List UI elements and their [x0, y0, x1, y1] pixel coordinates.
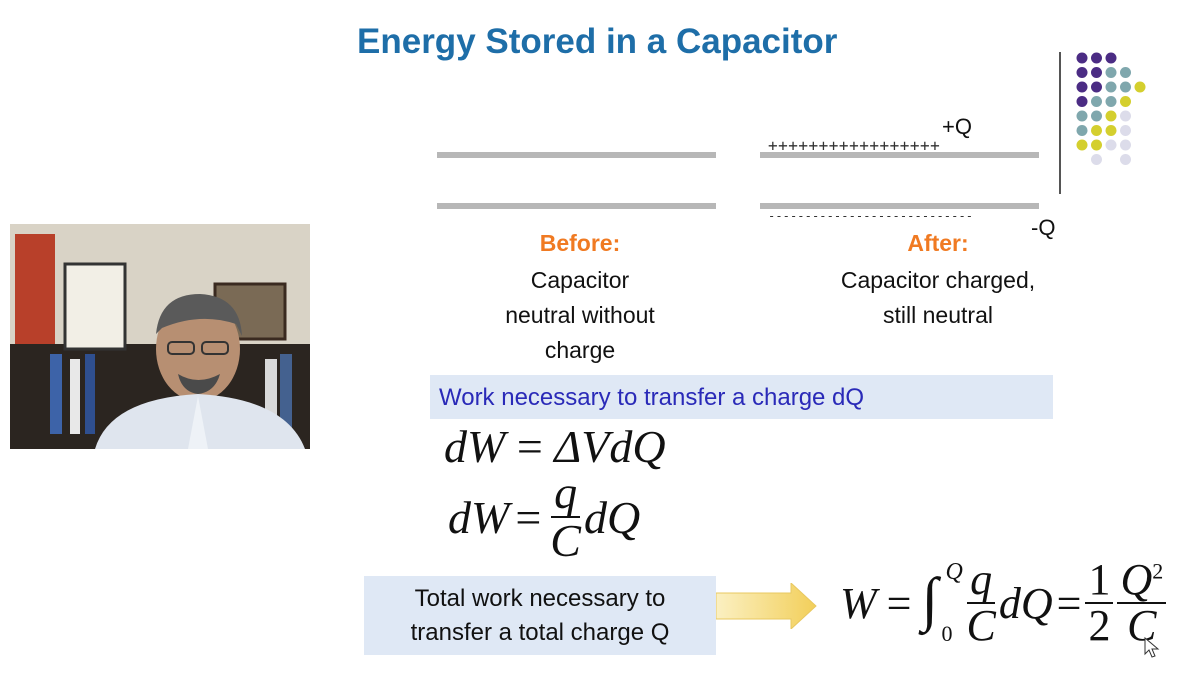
- total-work-line: transfer a total charge Q: [410, 619, 670, 646]
- right-arrow-icon: [716, 583, 817, 629]
- presenter-webcam: [10, 224, 310, 449]
- decor-dot: [1105, 81, 1117, 93]
- before-bottom-plate: [437, 203, 716, 209]
- eq1-lhs: dW: [444, 421, 506, 472]
- mouse-cursor-icon: [1144, 636, 1160, 658]
- eq3-equals: =: [886, 578, 912, 628]
- before-caption-line: neutral without: [505, 302, 655, 328]
- decorative-divider: [1059, 52, 1061, 194]
- slide-title: Energy Stored in a Capacitor: [357, 22, 838, 61]
- equation-dw-q-over-c: dW = q C dQ: [448, 470, 640, 564]
- decor-dot: [1120, 154, 1131, 165]
- after-top-plate: [760, 152, 1039, 158]
- after-caption: Capacitor charged, still neutral: [800, 263, 1076, 333]
- eq3-numerator: q: [967, 558, 996, 604]
- decor-dot: [1120, 81, 1131, 93]
- q-squared-base: Q: [1120, 555, 1153, 604]
- equation-total-work: W = ∫ Q 0 q C dQ = 1 2 Q2 C: [840, 548, 1167, 658]
- after-heading: After:: [907, 230, 969, 256]
- half-denominator: 2: [1088, 601, 1111, 650]
- decor-dot: [1091, 96, 1102, 107]
- decor-dot: [1076, 67, 1088, 78]
- decor-dot: [1076, 110, 1088, 122]
- decor-dot: [1120, 96, 1131, 107]
- decor-dot: [1105, 139, 1117, 151]
- decor-dot: [1076, 125, 1088, 136]
- decor-dot: [1120, 125, 1131, 136]
- integral-upper-limit: Q: [945, 559, 963, 585]
- q-squared-denominator: C: [1127, 601, 1157, 650]
- before-top-plate: [437, 152, 716, 158]
- decor-dot: [1134, 81, 1146, 93]
- decor-dot: [1120, 139, 1131, 151]
- decor-dot: [1091, 67, 1102, 78]
- decor-dot: [1091, 139, 1102, 151]
- decor-dot: [1120, 110, 1131, 122]
- decor-dot: [1105, 52, 1117, 64]
- positive-charges: +++++++++++++++++: [768, 136, 941, 155]
- after-bottom-plate: [760, 203, 1039, 209]
- decor-dot: [1105, 67, 1117, 78]
- eq2-equals: =: [515, 491, 542, 543]
- plus-q-label: +Q: [942, 114, 972, 139]
- eq2-denominator: C: [550, 515, 581, 566]
- total-work-line: Total work necessary to: [414, 585, 666, 612]
- decor-dot: [1105, 110, 1117, 122]
- before-caption-line: Capacitor: [530, 267, 630, 293]
- after-caption-line: still neutral: [883, 302, 993, 328]
- eq3-denominator: C: [966, 601, 996, 650]
- decor-dot: [1076, 81, 1088, 93]
- eq3-equals-2: =: [1056, 578, 1082, 628]
- decor-dot: [1091, 52, 1102, 64]
- decor-dot: [1105, 96, 1117, 107]
- decor-dot: [1105, 125, 1117, 136]
- before-caption: Capacitor neutral without charge: [460, 263, 700, 368]
- eq1-rhs: ΔVdQ: [554, 421, 666, 472]
- eq2-lhs: dW: [448, 491, 510, 543]
- minus-q-label: -Q: [1031, 215, 1056, 240]
- decor-dot: [1091, 154, 1102, 165]
- decor-dot: [1076, 139, 1088, 151]
- integral: ∫ Q 0: [921, 553, 963, 653]
- eq2-numerator: q: [551, 470, 581, 518]
- q-squared: Q2: [1117, 555, 1167, 604]
- before-caption-line: charge: [544, 337, 616, 363]
- half-numerator: 1: [1085, 558, 1114, 604]
- eq3-q-squared-over-c: Q2 C: [1117, 555, 1167, 650]
- total-work-text: Total work necessary to transfer a total…: [364, 582, 716, 650]
- work-box-text: Work necessary to transfer a charge dQ: [439, 384, 865, 411]
- presenter-video-icon: [10, 224, 310, 449]
- decorative-dot-grid: [1076, 52, 1146, 165]
- eq2-dq: dQ: [583, 491, 641, 543]
- equation-dw-dv: dW = ΔVdQ: [444, 420, 666, 473]
- eq3-lhs: W: [840, 578, 877, 628]
- eq3-one-half: 1 2: [1085, 558, 1114, 650]
- eq3-dq: dQ: [998, 578, 1053, 628]
- eq2-fraction: q C: [547, 470, 584, 564]
- decor-dot: [1076, 52, 1088, 64]
- eq1-equals: =: [516, 421, 543, 472]
- decor-dot: [1091, 110, 1102, 122]
- after-caption-line: Capacitor charged,: [840, 267, 1036, 293]
- decor-dot: [1091, 125, 1102, 136]
- q-squared-exponent: 2: [1152, 558, 1164, 584]
- integral-sign: ∫: [921, 566, 938, 632]
- decor-dot: [1076, 96, 1088, 107]
- decor-dot: [1091, 81, 1102, 93]
- eq3-fraction-q-over-c: q C: [963, 558, 998, 648]
- integral-lower-limit: 0: [941, 621, 953, 646]
- negative-charges: ----------------------------: [768, 209, 974, 223]
- work-box: [430, 375, 1053, 419]
- total-work-box: [364, 576, 716, 655]
- decor-dot: [1120, 67, 1131, 78]
- before-heading: Before:: [539, 230, 621, 256]
